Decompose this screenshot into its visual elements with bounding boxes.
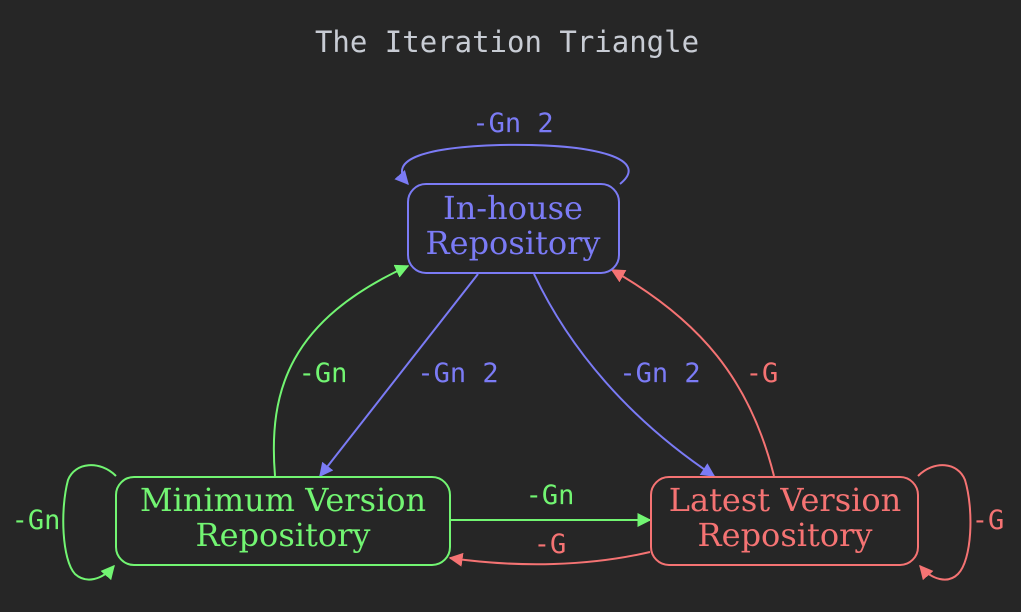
node-inhouse-label-line2: Repository — [426, 224, 601, 262]
edge-label-inhouse-to-latest: -Gn 2 — [619, 358, 700, 389]
diagram-title: The Iteration Triangle — [315, 25, 699, 59]
edge-label-latest-to-minimum: -G — [534, 529, 567, 560]
node-latest-box — [650, 476, 919, 566]
node-minimum-version-repository: Minimum Version Repository — [115, 476, 451, 566]
node-minimum-label-line1: Minimum Version — [140, 481, 426, 519]
edge-inhouse-to-latest — [533, 273, 716, 477]
edge-minimum-to-inhouse — [272, 264, 410, 477]
edge-label-minimum-to-latest: -Gn — [526, 480, 575, 511]
edge-label-inhouse-self: -Gn 2 — [472, 108, 553, 139]
edge-latest-to-inhouse — [610, 269, 775, 477]
node-latest-label-line1: Latest Version — [669, 481, 902, 519]
edge-latest-self — [917, 464, 972, 581]
node-minimum-box — [115, 476, 451, 566]
node-latest-version-repository: Latest Version Repository — [650, 476, 919, 566]
edge-latest-to-minimum — [448, 551, 651, 567]
node-minimum-label-line2: Repository — [196, 516, 371, 554]
edge-label-minimum-to-inhouse: -Gn — [299, 358, 348, 389]
edge-label-inhouse-to-minimum: -Gn 2 — [417, 358, 498, 389]
edge-inhouse-to-minimum — [319, 273, 479, 478]
edge-label-latest-to-inhouse: -G — [746, 358, 779, 389]
node-inhouse-box — [407, 183, 620, 274]
node-inhouse-repository: In-house Repository — [407, 183, 620, 274]
edge-inhouse-self — [394, 143, 630, 186]
edge-label-minimum-self: -Gn — [12, 505, 61, 536]
node-latest-label-line2: Repository — [698, 516, 873, 554]
edge-label-latest-self: -G — [972, 505, 1005, 536]
node-inhouse-label-line1: In-house — [443, 189, 583, 227]
edge-minimum-self — [62, 464, 117, 581]
